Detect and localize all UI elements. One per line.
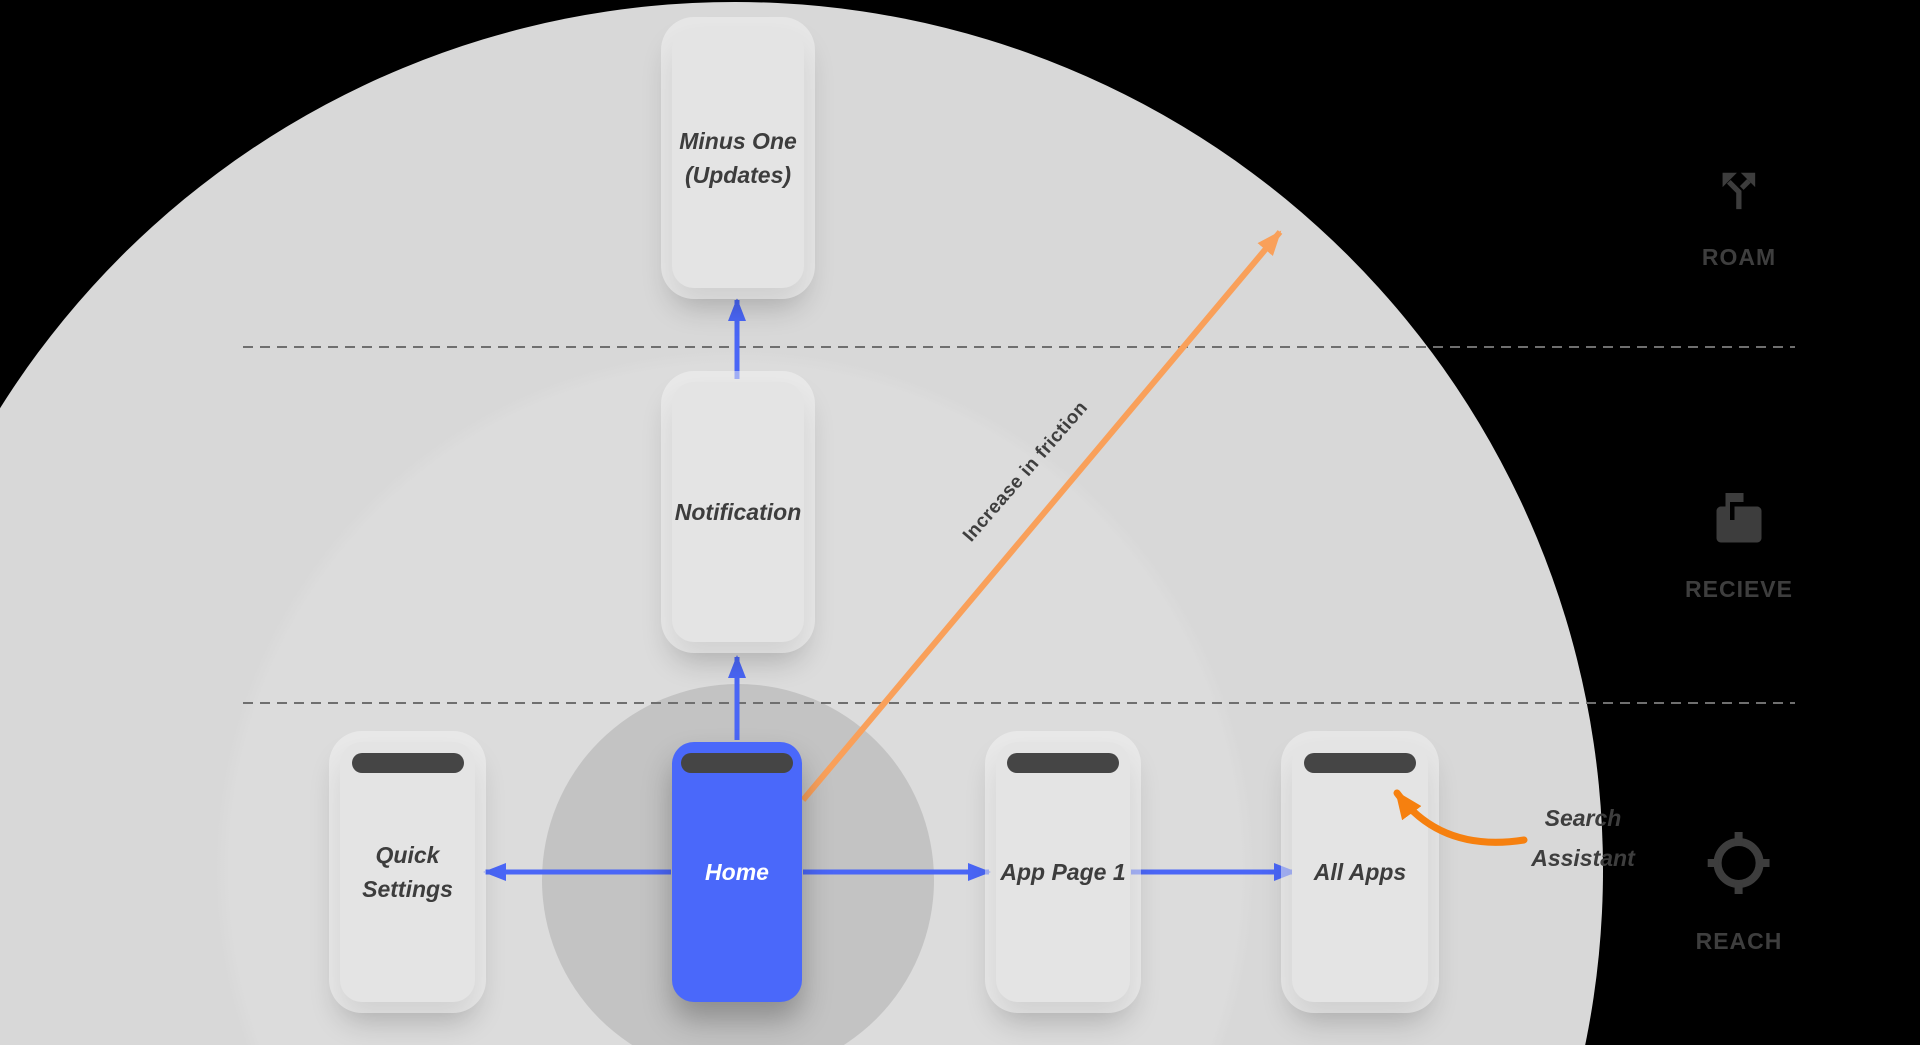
card-label-line: (Updates) [684,162,792,188]
crosshair-icon [1708,832,1770,894]
friction-arrow [800,230,1283,802]
phone-card-home: Home [672,742,802,1002]
card-label-line: Minus One [679,127,797,154]
card-label: Quick Settings [362,838,453,907]
search-assistant-annotation: Search Assistant [1531,798,1635,878]
card-label: Notification [675,495,802,530]
phone-card-all-apps: All Apps [1292,742,1428,1002]
search-assistant-line: Assistant [1531,845,1635,871]
zone-reach: REACH [1696,832,1783,954]
card-label-line: Quick [375,841,440,868]
phone-card-minus-one: Minus One (Updates) [672,28,804,288]
status-pill [681,753,793,773]
card-label: All Apps [1314,855,1406,890]
card-label-line: App Page 1 [1000,858,1126,885]
search-assistant-line: Search [1544,805,1622,831]
status-pill [1007,753,1119,773]
card-label: Minus One (Updates) [679,124,797,193]
phone-card-notification: Notification [672,382,804,642]
split-arrows-icon [1722,172,1756,210]
card-label-line: Home [705,858,769,885]
phone-card-app-page-1: App Page 1 [996,742,1130,1002]
status-pill [1304,753,1416,773]
mailbox-icon [1716,493,1762,543]
status-pill [351,753,464,773]
card-label: App Page 1 [1000,855,1125,890]
zone-recieve: RECIEVE [1685,492,1793,602]
zone-label: REACH [1695,928,1783,954]
card-label-line: All Apps [1313,858,1407,885]
zone-label: ROAM [1701,244,1777,270]
zone-roam: ROAM [1702,166,1776,270]
card-label-line: Notification [674,498,802,525]
phone-card-quick-settings: Quick Settings [340,742,475,1002]
search-assistant-arrow [1393,789,1528,846]
zone-label: RECIEVE [1685,576,1793,602]
card-label: Home [705,855,769,890]
card-label-line: Settings [362,876,453,902]
